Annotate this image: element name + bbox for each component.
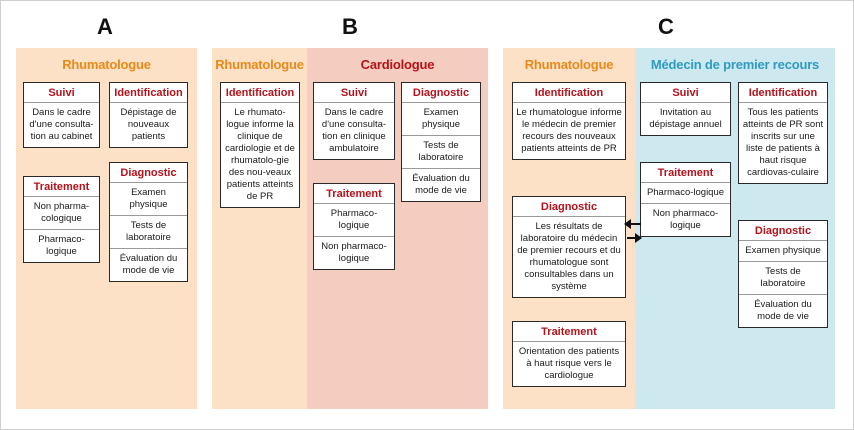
box-identification: Identification Le rhumatologue informe l… [512,82,626,160]
panel-c-letter: C [658,14,674,39]
box-item: Évaluation du mode de vie [754,299,812,322]
box-item: Pharmaco-logique [641,183,730,204]
box-item: Tous les patients atteints de PR sont in… [742,107,824,178]
box-item: Évaluation du mode de vie [412,173,470,196]
column-title: Médecin de premier recours [650,57,820,72]
box-item: Examen physique [110,183,187,216]
box-identification: Identification Le rhumato-logue informe … [220,82,300,208]
box-item: Le rhumato-logue informe la clinique de … [225,107,295,202]
box-item: Invitation au dépistage annuel [649,107,722,130]
box-suivi: Suivi Invitation au dépistage annuel [640,82,731,136]
box-title: Identification [739,83,827,103]
box-item: Dépistage de nouveaux patients [120,107,177,142]
panel-c-gp-column: Médecin de premier recours Suivi Invitat… [635,48,835,409]
box-item: Orientation des patients à haut risque v… [518,346,620,381]
panel-a-rheum-column: Rhumatologue Suivi Dans le cadre d'une c… [16,48,197,409]
column-title: Cardiologue [360,57,435,72]
box-diagnostic: Diagnostic Examen physique Tests de labo… [109,162,188,282]
box-title: Suivi [314,83,394,103]
box-item: Non pharma-cologique [24,197,99,230]
box-title: Suivi [641,83,730,103]
box-item: Pharmaco-logique [314,204,394,237]
box-diagnostic: Diagnostic Examen physique Tests de labo… [738,220,828,328]
box-item: Non pharmaco-logique [321,241,387,264]
box-item: Les résultats de laboratoire du médecin … [517,221,621,292]
box-title: Traitement [24,177,99,197]
box-title: Suivi [24,83,99,103]
box-title: Diagnostic [402,83,480,103]
column-title: Rhumatologue [215,57,304,72]
box-traitement: Traitement Orientation des patients à ha… [512,321,626,387]
box-title: Traitement [641,163,730,183]
box-title: Traitement [314,184,394,204]
box-item: Tests de laboratoire [402,136,480,169]
box-title: Diagnostic [513,197,625,217]
box-suivi: Suivi Dans le cadre d'une consulta-tion … [313,82,395,160]
arrow-right-icon [635,233,642,243]
box-suivi: Suivi Dans le cadre d'une consulta-tion … [23,82,100,148]
panel-b-letter: B [342,14,358,39]
column-title: Rhumatologue [62,57,151,72]
box-item: Examen physique [402,103,480,136]
box-title: Diagnostic [739,221,827,241]
panel-b-cardio-column: Cardiologue Suivi Dans le cadre d'une co… [307,48,488,409]
box-traitement: Traitement Non pharma-cologique Pharmaco… [23,176,100,263]
arrow-left-icon [624,219,631,229]
box-item: Le rhumatologue informe le médecin de pr… [516,107,622,154]
panel-a-letter: A [97,14,113,39]
box-title: Identification [513,83,625,103]
box-title: Traitement [513,322,625,342]
box-item: Tests de laboratoire [110,216,187,249]
box-title: Identification [110,83,187,103]
box-item: Dans le cadre d'une consulta-tion au cab… [29,107,94,142]
box-identification: Identification Tous les patients atteint… [738,82,828,184]
box-traitement: Traitement Pharmaco-logique Non pharmaco… [313,183,395,270]
box-item: Dans le cadre d'une consulta-tion en cli… [321,107,387,154]
column-title: Rhumatologue [524,57,614,72]
box-traitement: Traitement Pharmaco-logique Non pharmaco… [640,162,731,237]
box-diagnostic: Diagnostic Examen physique Tests de labo… [401,82,481,202]
box-item: Pharmaco-logique [38,234,85,257]
box-item: Évaluation du mode de vie [119,253,178,276]
panel-c-rheum-column: Rhumatologue Identification Le rhumatolo… [503,48,635,409]
arrow-line-to-gp [627,237,636,239]
arrow-line-to-rheum [630,223,641,225]
box-title: Diagnostic [110,163,187,183]
box-item: Examen physique [739,241,827,262]
box-identification: Identification Dépistage de nouveaux pat… [109,82,188,148]
box-diagnostic: Diagnostic Les résultats de laboratoire … [512,196,626,298]
panel-b-rheum-column: Rhumatologue Identification Le rhumato-l… [212,48,307,409]
box-item: Non pharmaco-logique [652,208,719,231]
box-title: Identification [221,83,299,103]
box-item: Tests de laboratoire [739,262,827,295]
